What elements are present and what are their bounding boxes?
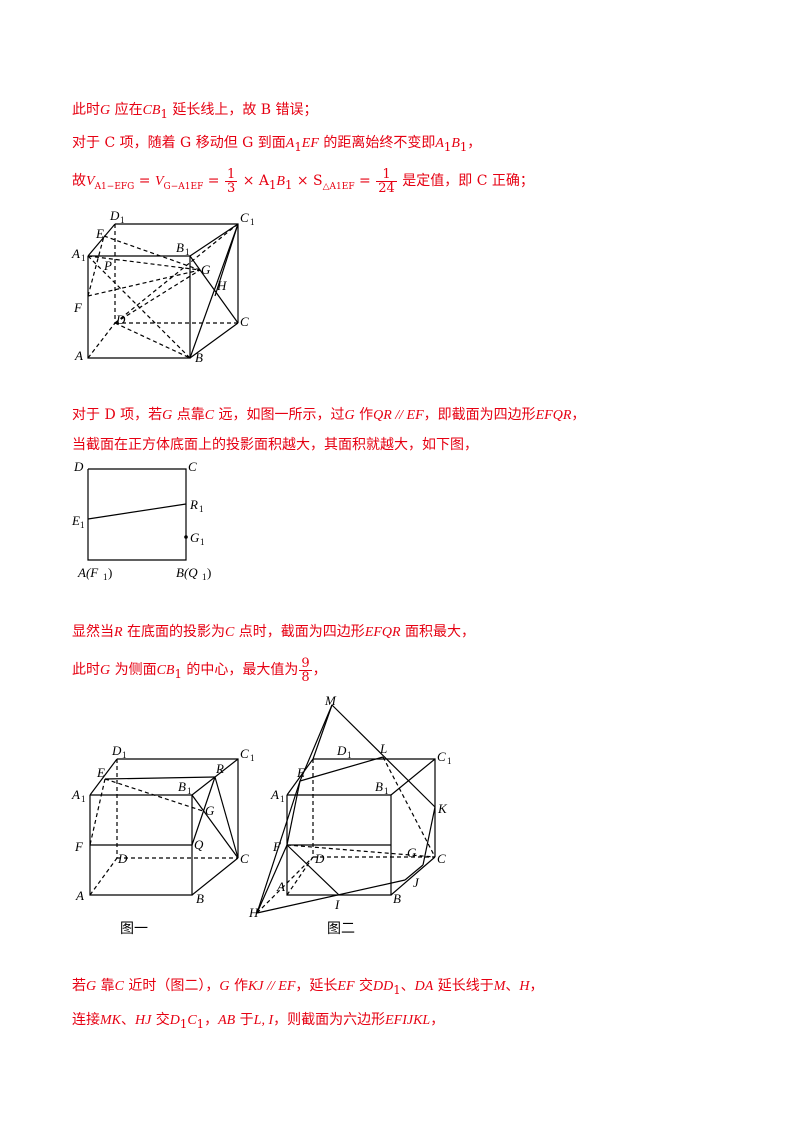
label-E1: E (71, 513, 80, 528)
label-H: H (248, 905, 259, 920)
label-R: R (215, 761, 224, 776)
label-A1: A (71, 787, 80, 802)
label-D1: D (111, 745, 122, 758)
label-A-F1: A(F (77, 565, 99, 580)
label-B: B (393, 891, 401, 906)
svg-text:1: 1 (447, 756, 452, 766)
text-line-6: 显然当R 在底面的投影为C 点时，截面为四边形EFQR 面积最大， (72, 624, 476, 640)
label-B: B (195, 350, 203, 365)
svg-text:): ) (207, 565, 211, 580)
svg-text:1: 1 (185, 247, 190, 257)
label-F: F (272, 839, 282, 854)
svg-text:1: 1 (384, 786, 389, 796)
svg-text:): ) (108, 565, 112, 580)
svg-text:1: 1 (80, 520, 85, 530)
label-D: D (73, 459, 84, 474)
svg-text:1: 1 (81, 253, 86, 263)
label-C1: C (437, 749, 446, 764)
label-B1: B (178, 779, 186, 794)
label-R1: R (189, 497, 198, 512)
svg-text:1: 1 (120, 215, 125, 225)
svg-text:1: 1 (103, 572, 108, 582)
label-K: K (437, 801, 448, 816)
svg-text:1: 1 (200, 537, 205, 547)
label-G1: G (190, 530, 200, 545)
label-C: C (240, 314, 249, 329)
label-C: C (437, 851, 446, 866)
svg-text:1: 1 (347, 750, 352, 760)
label-Q: Q (194, 837, 204, 852)
label-G: G (201, 262, 211, 277)
label-F: F (73, 300, 83, 315)
label-F: F (74, 839, 84, 854)
label-E: E (296, 765, 305, 780)
label-A1: A (270, 787, 279, 802)
text-line-5: 当截面在正方体底面上的投影面积越大，其面积就越大，如下图， (72, 437, 478, 453)
label-G: G (205, 803, 215, 818)
label-G: G (407, 845, 417, 860)
label-P: P (103, 258, 112, 273)
text-line-8: 若G 靠C 近时（图二），G 作KJ // EF，延长EF 交DD1、DA 延长… (72, 978, 544, 997)
label-C: C (188, 459, 197, 474)
svg-text:1: 1 (199, 504, 204, 514)
label-J: J (413, 875, 420, 890)
label-D1: D (109, 208, 120, 223)
label-D: D (115, 312, 126, 327)
label-A: A (276, 879, 285, 894)
label-H: H (216, 278, 227, 293)
svg-text:1: 1 (187, 786, 192, 796)
caption-figure-two: 图二 (327, 921, 355, 937)
label-B: B (196, 891, 204, 905)
label-B1: B (176, 240, 184, 255)
label-E: E (95, 226, 104, 241)
label-A: A (75, 888, 84, 903)
svg-text:1: 1 (202, 572, 207, 582)
caption-figure-one: 图一 (120, 921, 148, 937)
label-C: C (240, 851, 249, 866)
label-A: A (74, 348, 83, 363)
svg-text:1: 1 (122, 750, 127, 760)
text-line-1: 此时G 应在CB1 延长线上，故 B 错误； (72, 102, 318, 121)
svg-text:1: 1 (250, 753, 255, 763)
label-I: I (334, 897, 340, 912)
label-B1: B (375, 779, 383, 794)
label-D: D (117, 851, 128, 866)
label-A1: A (71, 246, 80, 261)
label-C1: C (240, 210, 249, 225)
label-C1: C (240, 746, 249, 761)
label-B-Q1: B(Q (176, 565, 198, 580)
text-line-9: 连接MK、HJ 交D1C1，AB 于L, I，则截面为六边形EFIJKL， (72, 1012, 445, 1031)
label-D1: D (336, 743, 347, 758)
text-line-2: 对于 C 项，随着 G 移动但 G 到面A1EF 的距离始终不变即A1B1， (72, 135, 482, 154)
svg-text:1: 1 (280, 794, 285, 804)
text-line-4: 对于 D 项，若G 点靠C 远，如图一所示，过G 作QR // EF，即截面为四… (72, 407, 586, 423)
label-M: M (324, 695, 337, 708)
label-L: L (379, 741, 387, 756)
svg-text:1: 1 (250, 217, 255, 227)
svg-text:1: 1 (81, 794, 86, 804)
label-D: D (314, 851, 325, 866)
label-E: E (96, 765, 105, 780)
